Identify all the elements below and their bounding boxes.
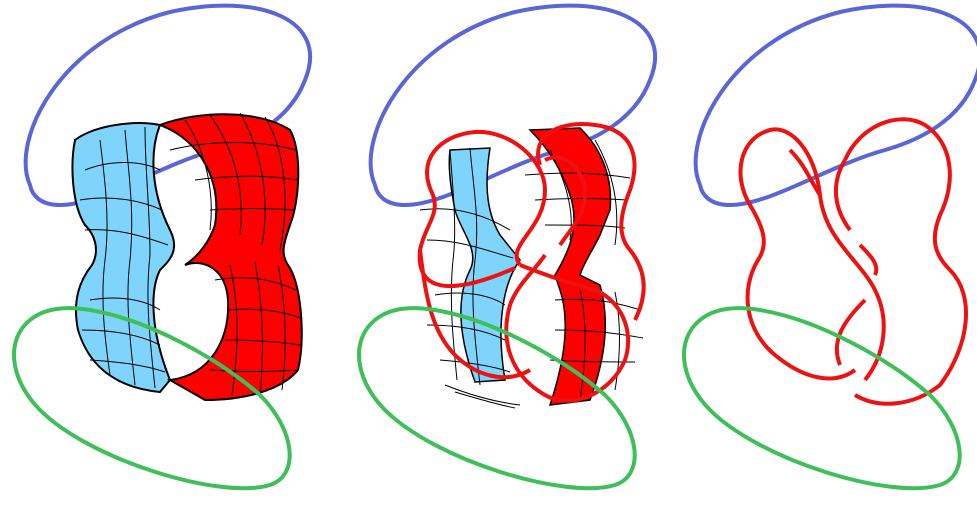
panel-boundary-link	[684, 6, 977, 489]
panel-surface-boundary	[359, 6, 655, 489]
band-red-strip	[530, 128, 611, 405]
band-light-left	[72, 123, 174, 392]
panel-surface-solid	[14, 6, 310, 489]
